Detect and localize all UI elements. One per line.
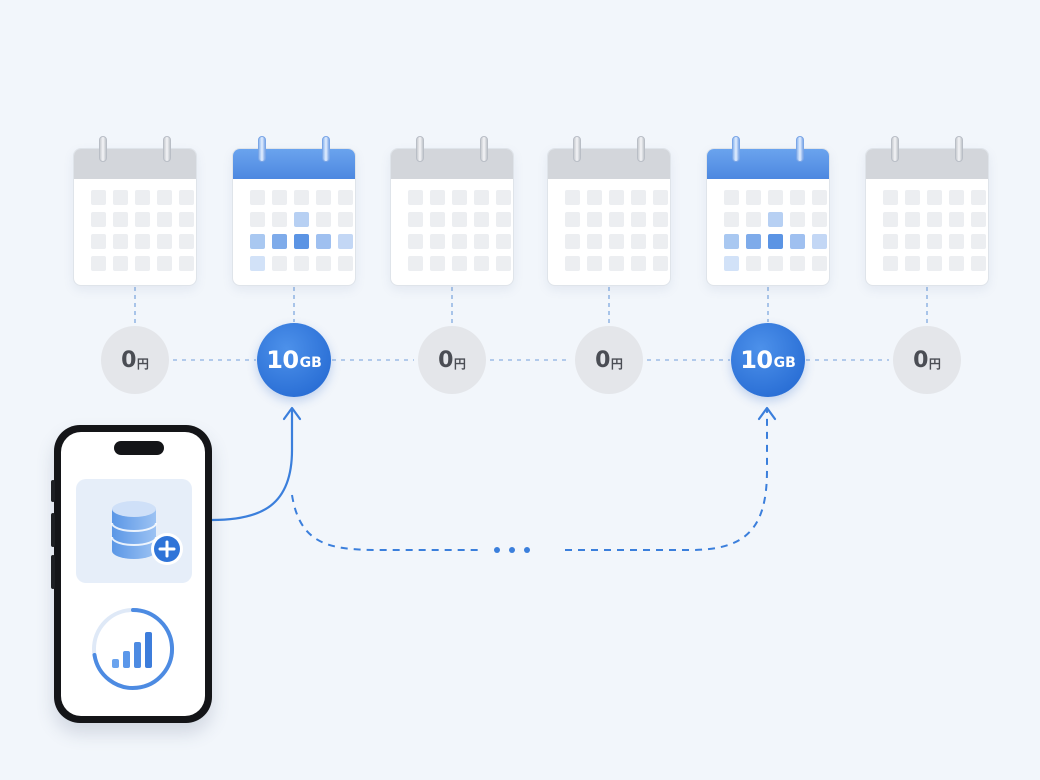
- calendar-icon: [547, 136, 671, 286]
- badge-unit: GB: [773, 355, 796, 371]
- badge-unit: 円: [610, 356, 623, 371]
- database-add-icon: [111, 501, 183, 565]
- ellipsis-dot: [524, 547, 530, 553]
- badge-value: 10: [266, 346, 299, 374]
- badge-unit: 円: [453, 356, 466, 371]
- smartphone: [51, 425, 212, 723]
- signal-bars-icon: [92, 608, 175, 690]
- repeat-connector: [565, 410, 768, 551]
- calendar-icon: [706, 136, 830, 286]
- ellipsis-dot: [509, 547, 515, 553]
- calendar-icon: [232, 136, 356, 286]
- phone-screen: [61, 432, 205, 716]
- arrow-up-icon: [282, 406, 302, 421]
- arrow-up-icon: [757, 406, 777, 421]
- badge-unit: GB: [299, 355, 322, 371]
- badge-unit: 円: [928, 356, 941, 371]
- phone-side-button: [51, 480, 55, 502]
- badge-value: 0: [121, 347, 136, 373]
- badge-value: 0: [913, 347, 928, 373]
- calendar-icon: [865, 136, 989, 286]
- ellipsis-dot: [494, 547, 500, 553]
- phone-to-gb-connector: [211, 410, 294, 522]
- phone-notch: [114, 441, 164, 455]
- calendar-icon: [390, 136, 514, 286]
- badge-unit: 円: [136, 356, 149, 371]
- badge-value: 0: [595, 347, 610, 373]
- badge-value: 10: [740, 346, 773, 374]
- data-add-card: [76, 479, 192, 583]
- calendar-icon: [73, 136, 197, 286]
- phone-side-button: [51, 555, 55, 589]
- repeat-connector: [291, 494, 480, 551]
- phone-side-button: [51, 513, 55, 547]
- badge-value: 0: [438, 347, 453, 373]
